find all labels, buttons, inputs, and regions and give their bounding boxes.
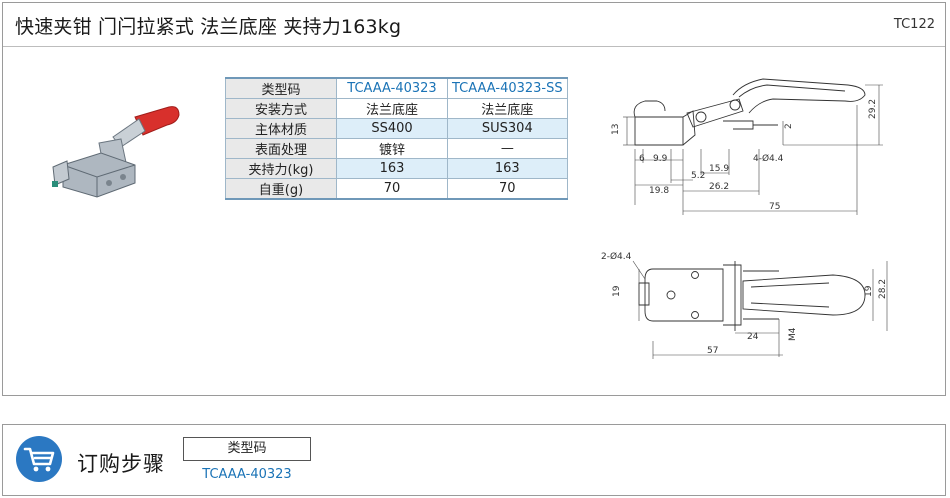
page-title: 快速夹钳 门闩拉紧式 法兰底座 夹持力163kg [15, 16, 402, 38]
table-cell: 自重(g) [225, 178, 337, 200]
order-panel: 订购步骤 类型码 TCAAA-40323 [2, 424, 946, 496]
dim-19: 19 [612, 285, 622, 297]
table-row: 安装方式 法兰底座 法兰底座 [225, 98, 568, 119]
table-cell: 类型码 [225, 77, 337, 99]
table-cell[interactable]: TCAAA-40323-SS [447, 77, 568, 99]
dim-13: 13 [611, 124, 621, 135]
table-cell: 主体材质 [225, 118, 337, 139]
table-cell: 镀锌 [336, 138, 448, 159]
dim-m4: M4 [788, 327, 798, 341]
dim-19-8: 19.8 [649, 186, 669, 196]
table-cell: 70 [336, 178, 448, 200]
dim-5-2: 5.2 [691, 171, 705, 181]
product-panel: 快速夹钳 门闩拉紧式 法兰底座 夹持力163kg TC122 类型码 TCAAA… [2, 2, 946, 396]
product-photo [52, 106, 180, 198]
dim-26-2: 26.2 [709, 182, 729, 192]
table-cell: 163 [336, 158, 448, 179]
header: 快速夹钳 门闩拉紧式 法兰底座 夹持力163kg TC122 [3, 3, 945, 47]
table-cell: SS400 [336, 118, 448, 139]
table-cell: 表面处理 [225, 138, 337, 159]
table-row: 自重(g) 70 70 [225, 178, 568, 200]
table-row: 主体材质 SS400 SUS304 [225, 118, 568, 139]
spec-table: 类型码 TCAAA-40323 TCAAA-40323-SS 安装方式 法兰底座… [225, 77, 568, 200]
table-cell: 70 [447, 178, 568, 200]
dim-24: 24 [747, 332, 759, 342]
table-cell[interactable]: TCAAA-40323 [336, 77, 448, 99]
dim-28-2: 28.2 [878, 279, 888, 299]
order-type-label: 类型码 [183, 437, 311, 461]
dim-19-right: 19 [864, 285, 874, 297]
table-cell: 安装方式 [225, 98, 337, 119]
order-title: 订购步骤 [77, 452, 165, 476]
table-row: 类型码 TCAAA-40323 TCAAA-40323-SS [225, 77, 568, 99]
table-row: 夹持力(kg) 163 163 [225, 158, 568, 179]
dim-29-2: 29.2 [868, 99, 878, 119]
table-cell: — [447, 138, 568, 159]
dim-9-9: 9.9 [653, 154, 668, 164]
dim-hole-top: 2-Ø4.4 [601, 251, 632, 262]
dim-2: 2 [784, 123, 794, 129]
dim-hole: 4-Ø4.4 [753, 153, 784, 164]
table-cell: 法兰底座 [336, 98, 448, 119]
table-cell: 夹持力(kg) [225, 158, 337, 179]
top-view-drawing: 2-Ø4.4 19 24 M4 57 19 28.2 [601, 251, 888, 359]
table-cell: SUS304 [447, 118, 568, 139]
dim-15-9: 15.9 [709, 164, 729, 174]
header-divider [3, 46, 945, 47]
dim-57: 57 [707, 346, 718, 356]
side-view-drawing: 13 6 9.9 5.2 15.9 19.8 26.2 75 2 4-Ø4.4 … [611, 78, 883, 215]
table-cell: 法兰底座 [447, 98, 568, 119]
table-cell: 163 [447, 158, 568, 179]
order-type-code[interactable]: TCAAA-40323 [202, 467, 292, 482]
table-row: 表面处理 镀锌 — [225, 138, 568, 159]
cart-icon [16, 436, 62, 482]
dim-6: 6 [639, 154, 645, 164]
product-code: TC122 [893, 17, 935, 32]
dim-75: 75 [769, 202, 780, 212]
